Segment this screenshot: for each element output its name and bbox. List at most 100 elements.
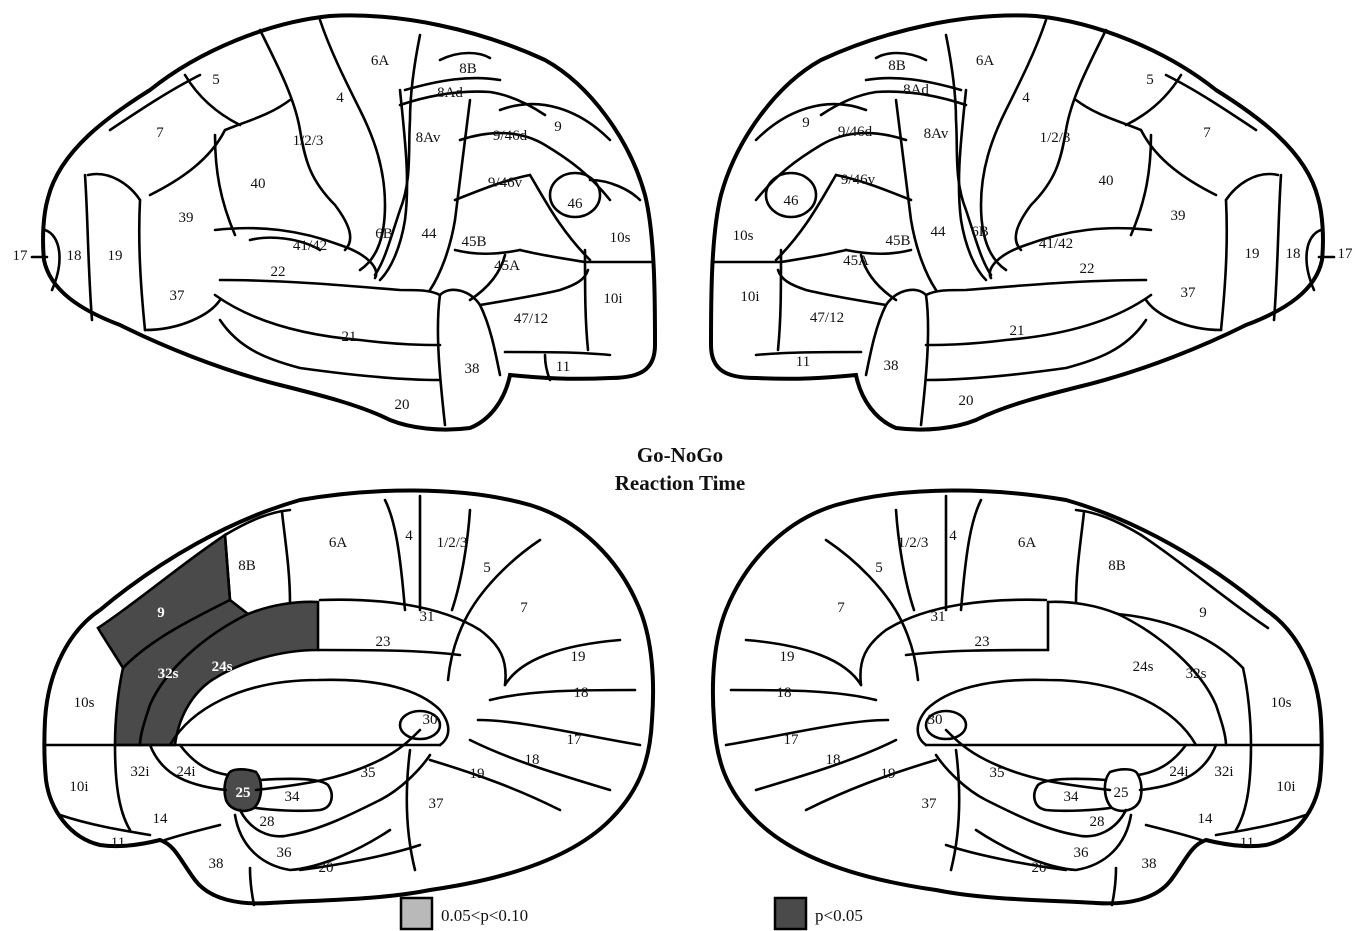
svg-text:46: 46 <box>784 193 800 209</box>
svg-text:37: 37 <box>922 796 938 812</box>
svg-text:17: 17 <box>567 732 583 748</box>
svg-text:24s: 24s <box>212 659 233 675</box>
svg-text:11: 11 <box>111 835 125 851</box>
svg-text:40: 40 <box>251 176 266 192</box>
legend-label-trend: 0.05<p<0.10 <box>441 906 528 925</box>
svg-text:38: 38 <box>884 358 899 374</box>
svg-text:18: 18 <box>1286 246 1301 262</box>
svg-text:19: 19 <box>470 766 485 782</box>
legend-swatch-trend <box>401 898 432 929</box>
svg-text:24i: 24i <box>176 764 195 780</box>
svg-text:39: 39 <box>1171 208 1186 224</box>
svg-text:8B: 8B <box>888 58 906 74</box>
svg-text:35: 35 <box>361 765 376 781</box>
svg-text:20: 20 <box>1032 860 1047 876</box>
svg-text:6B: 6B <box>375 226 393 242</box>
svg-text:9/46d: 9/46d <box>493 128 528 144</box>
svg-text:35: 35 <box>990 765 1005 781</box>
svg-text:31: 31 <box>420 609 435 625</box>
svg-text:17: 17 <box>13 248 29 264</box>
svg-text:30: 30 <box>423 712 438 728</box>
svg-text:17: 17 <box>784 732 800 748</box>
svg-text:8Ad: 8Ad <box>437 85 463 101</box>
legend-item-significant: p<0.05 <box>775 898 863 929</box>
svg-text:9/46d: 9/46d <box>838 124 873 140</box>
panel-medial-right <box>713 490 1322 905</box>
svg-text:1/2/3: 1/2/3 <box>437 535 468 551</box>
svg-text:17: 17 <box>1338 246 1354 262</box>
svg-text:9/46v: 9/46v <box>488 175 523 191</box>
svg-text:19: 19 <box>780 649 795 665</box>
title-line-1: Go-NoGo <box>637 443 723 467</box>
svg-text:23: 23 <box>376 634 391 650</box>
svg-text:34: 34 <box>1064 789 1080 805</box>
svg-text:22: 22 <box>1080 261 1095 277</box>
svg-text:4: 4 <box>405 528 413 544</box>
svg-text:44: 44 <box>422 226 438 242</box>
svg-text:10i: 10i <box>1276 779 1295 795</box>
svg-text:14: 14 <box>1198 811 1214 827</box>
svg-text:9: 9 <box>1199 605 1207 621</box>
svg-text:24s: 24s <box>1133 659 1154 675</box>
svg-text:5: 5 <box>212 72 220 88</box>
svg-text:7: 7 <box>1203 125 1211 141</box>
svg-text:20: 20 <box>395 397 410 413</box>
svg-text:18: 18 <box>67 248 82 264</box>
panel-lateral-left: 6A 8B 8Ad 4 5 1/2/3 7 9 9/46d 8Av 9/46v … <box>13 15 656 429</box>
svg-text:8B: 8B <box>459 61 477 77</box>
svg-text:45B: 45B <box>885 233 910 249</box>
svg-text:4: 4 <box>336 90 344 106</box>
svg-text:18: 18 <box>574 685 589 701</box>
svg-text:31: 31 <box>931 609 946 625</box>
svg-text:10i: 10i <box>740 289 759 305</box>
svg-text:8Av: 8Av <box>416 130 441 146</box>
svg-text:41/42: 41/42 <box>293 238 327 254</box>
svg-text:30: 30 <box>928 712 943 728</box>
svg-text:1/2/3: 1/2/3 <box>898 535 929 551</box>
svg-text:8Ad: 8Ad <box>903 82 929 98</box>
svg-text:10s: 10s <box>1271 695 1292 711</box>
svg-text:24i: 24i <box>1169 764 1188 780</box>
svg-text:10i: 10i <box>603 291 622 307</box>
title-line-2: Reaction Time <box>615 471 745 495</box>
panel-medial-left: 6A 4 1/2/3 8B 5 7 9 31 23 32s 24s 19 10s… <box>44 490 653 905</box>
svg-text:23: 23 <box>975 634 990 650</box>
svg-text:6B: 6B <box>971 224 989 240</box>
svg-text:22: 22 <box>271 264 286 280</box>
svg-text:45A: 45A <box>843 253 869 269</box>
svg-text:11: 11 <box>796 354 810 370</box>
svg-text:45B: 45B <box>461 234 486 250</box>
svg-text:9: 9 <box>157 605 165 621</box>
svg-text:19: 19 <box>1245 246 1260 262</box>
svg-text:11: 11 <box>556 359 570 375</box>
svg-text:36: 36 <box>277 845 293 861</box>
legend-swatch-significant <box>775 898 806 929</box>
svg-text:28: 28 <box>260 814 275 830</box>
figure-title: Go-NoGo Reaction Time <box>615 443 745 495</box>
svg-text:10s: 10s <box>610 230 631 246</box>
svg-text:5: 5 <box>1146 72 1154 88</box>
svg-text:6A: 6A <box>329 535 348 551</box>
svg-text:1/2/3: 1/2/3 <box>1040 130 1071 146</box>
svg-text:38: 38 <box>465 361 480 377</box>
svg-text:11: 11 <box>1240 835 1254 851</box>
svg-text:38: 38 <box>209 856 224 872</box>
svg-text:9/46v: 9/46v <box>841 172 876 188</box>
svg-text:1/2/3: 1/2/3 <box>293 133 324 149</box>
svg-text:4: 4 <box>949 528 957 544</box>
svg-text:41/42: 41/42 <box>1039 236 1073 252</box>
svg-text:34: 34 <box>285 789 301 805</box>
svg-text:7: 7 <box>156 125 164 141</box>
svg-text:9: 9 <box>554 119 562 135</box>
svg-text:6A: 6A <box>371 53 390 69</box>
svg-text:44: 44 <box>931 224 947 240</box>
svg-text:8B: 8B <box>238 558 256 574</box>
svg-text:20: 20 <box>319 860 334 876</box>
svg-text:6A: 6A <box>976 53 995 69</box>
svg-text:6A: 6A <box>1018 535 1037 551</box>
svg-text:9: 9 <box>802 115 810 131</box>
svg-text:7: 7 <box>837 600 845 616</box>
svg-text:10s: 10s <box>733 228 754 244</box>
svg-text:39: 39 <box>179 210 194 226</box>
